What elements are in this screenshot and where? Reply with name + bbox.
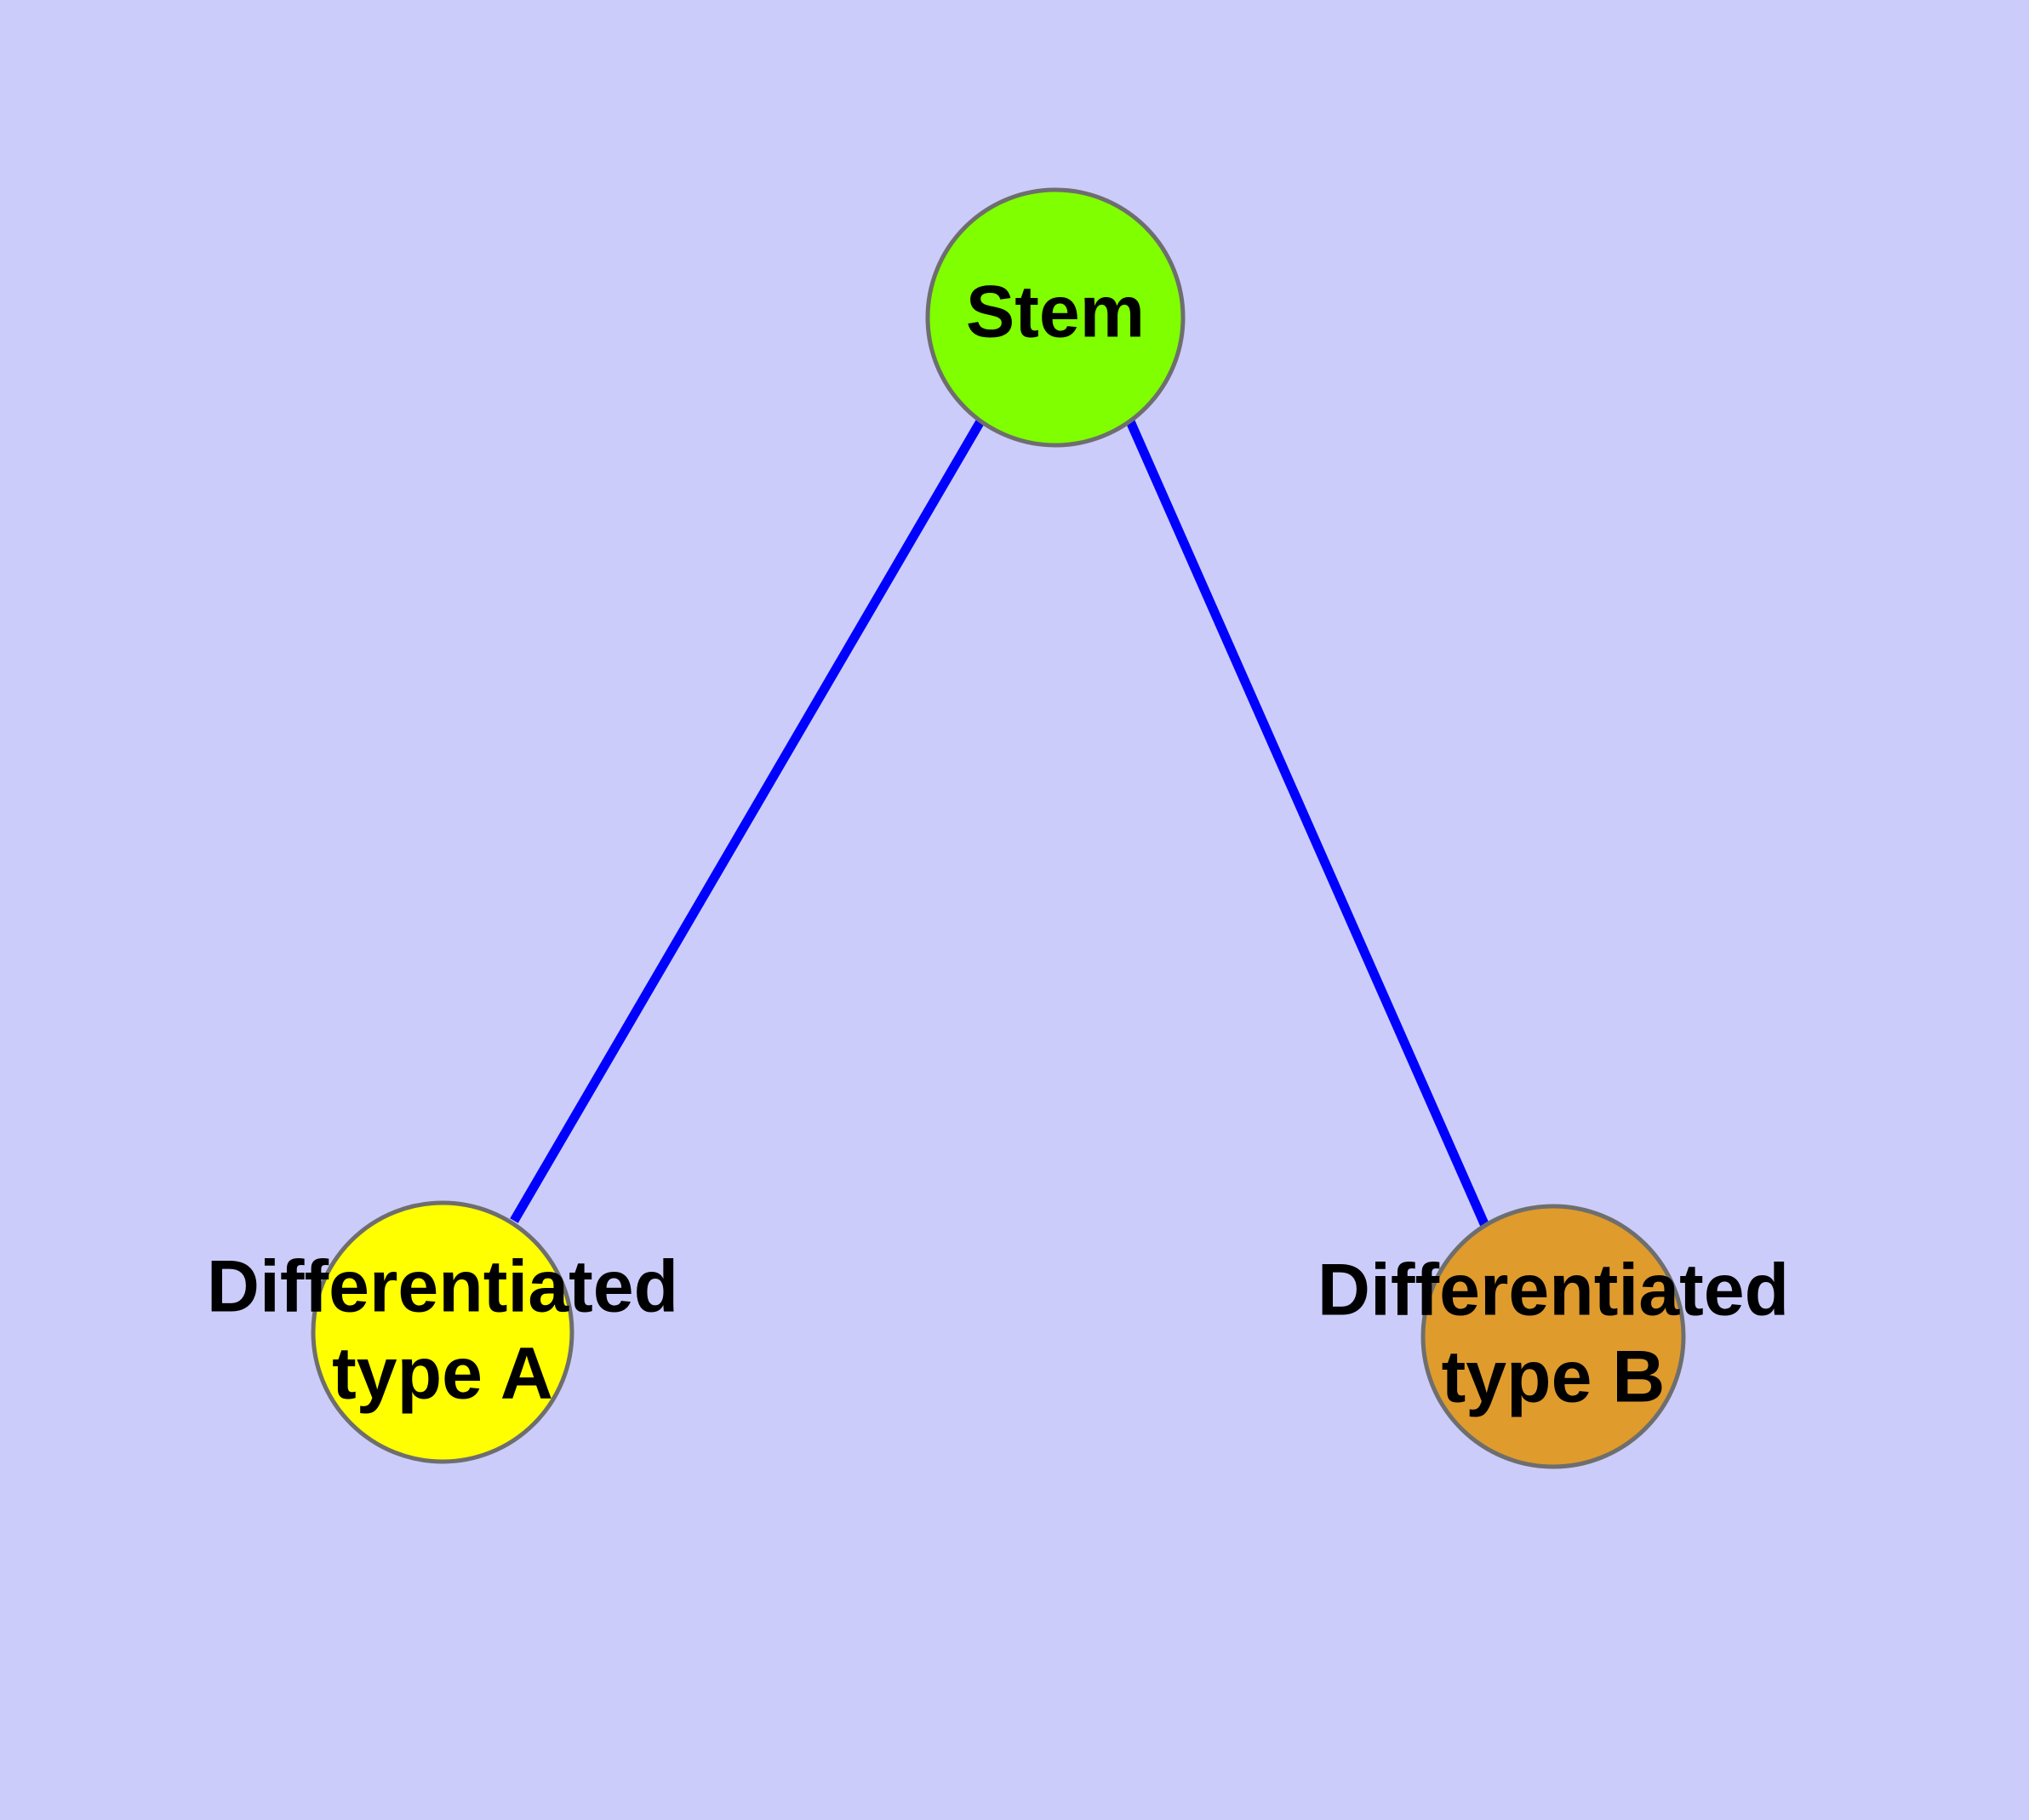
node-differentiated-type-a-label-line1: Differentiated	[207, 1246, 678, 1328]
labels-layer: Stem Differentiated type A Differentiate…	[207, 272, 1789, 1418]
edges-layer	[510, 419, 1490, 1228]
nodes-layer	[311, 187, 1686, 1469]
edge-stem-to-differentiated-type-b[interactable]	[1125, 419, 1490, 1228]
node-differentiated-type-a-label-line2: type A	[332, 1333, 553, 1415]
node-differentiated-type-b-label-line1: Differentiated	[1317, 1250, 1789, 1331]
node-stem-label: Stem	[966, 272, 1145, 353]
node-differentiated-type-b-label-line2: type B	[1442, 1336, 1666, 1418]
node-differentiated-type-a-circle[interactable]	[311, 1200, 574, 1464]
node-stem-circle[interactable]	[925, 187, 1186, 448]
node-differentiated-type-b-circle[interactable]	[1420, 1204, 1686, 1469]
node-differentiated-type-a[interactable]	[311, 1200, 574, 1464]
node-stem[interactable]	[925, 187, 1186, 448]
node-differentiated-type-b[interactable]	[1420, 1204, 1686, 1469]
edge-stem-to-differentiated-type-a[interactable]	[510, 419, 985, 1223]
